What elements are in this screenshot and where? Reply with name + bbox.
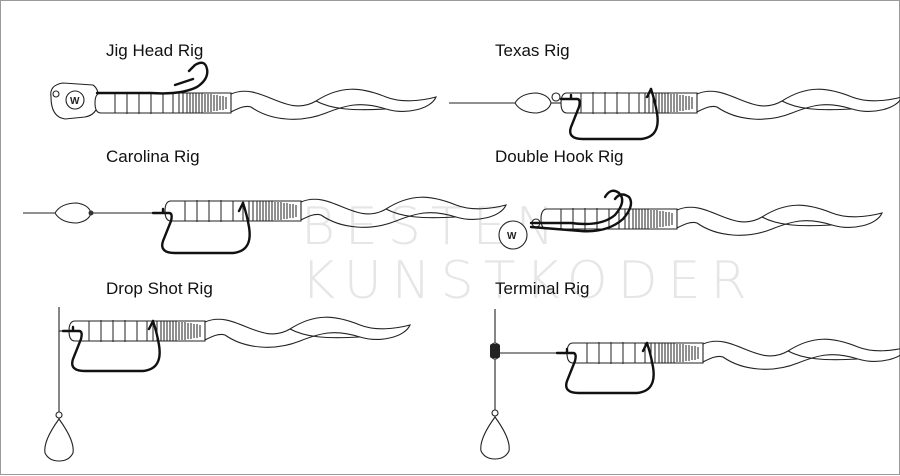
label-jig-head-rig: Jig Head Rig bbox=[106, 41, 204, 60]
watermark-line-2: KUNSTKODER bbox=[301, 251, 757, 311]
svg-text:W: W bbox=[70, 96, 80, 107]
label-double-hook-rig: Double Hook Rig bbox=[495, 147, 624, 166]
drop-shot-rig-drawing bbox=[44, 307, 411, 462]
label-texas-rig: Texas Rig bbox=[495, 41, 570, 60]
texas-rig-drawing bbox=[449, 87, 900, 141]
svg-text:W: W bbox=[507, 231, 517, 242]
label-terminal-rig: Terminal Rig bbox=[495, 279, 590, 298]
terminal-rig-drawing bbox=[480, 309, 900, 460]
double-hook-rig-drawing: W bbox=[498, 189, 883, 250]
label-carolina-rig: Carolina Rig bbox=[106, 147, 200, 166]
label-drop-shot-rig: Drop Shot Rig bbox=[106, 279, 213, 298]
carolina-rig-drawing bbox=[23, 196, 507, 255]
jig-head-rig-drawing: W bbox=[50, 61, 437, 120]
